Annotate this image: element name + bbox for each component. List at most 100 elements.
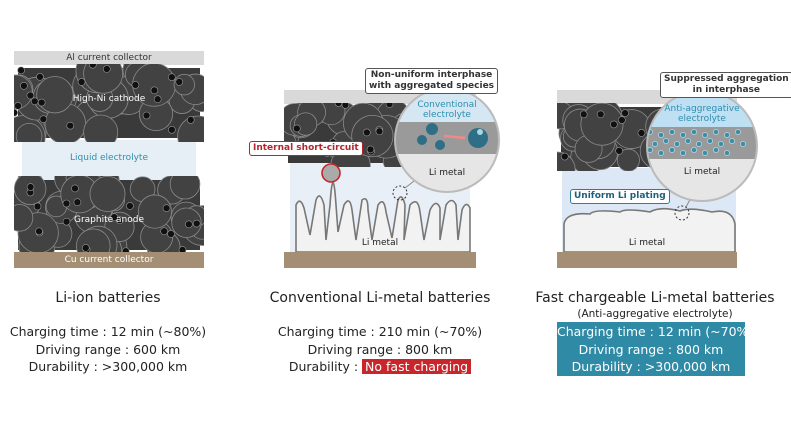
- conductive-particle: [385, 103, 394, 108]
- particle: [580, 103, 624, 146]
- zoom-spot: [674, 205, 690, 221]
- dispersed-species: [691, 129, 697, 135]
- conductive-particle: [62, 217, 71, 226]
- conductive-particle: [168, 125, 176, 134]
- short-circuit-marker: [321, 163, 341, 183]
- dispersed-species: [691, 147, 697, 153]
- dispersed-species: [669, 147, 675, 153]
- dispersed-species: [658, 150, 664, 156]
- conductive-particle: [637, 129, 646, 137]
- label-line: Anti-aggregative: [664, 104, 740, 114]
- conductive-particle: [175, 78, 184, 86]
- dispersed-species: [735, 129, 741, 135]
- uniform-li-layer: [563, 207, 736, 253]
- conductive-particle: [375, 127, 384, 136]
- durability-label: Durability :: [288, 359, 359, 374]
- dispersed-species: [674, 141, 680, 147]
- particle: [169, 176, 201, 200]
- callout-line: in interphase: [692, 85, 761, 95]
- conductive-particle: [168, 73, 176, 81]
- conductive-particle: [20, 82, 28, 90]
- label-line: electrolyte: [423, 110, 471, 120]
- conductive-particle: [621, 109, 629, 117]
- zoom-spot: [392, 185, 408, 201]
- no-fast-charging-badge: No fast charging: [362, 359, 472, 374]
- dispersed-species: [685, 138, 691, 144]
- conductive-particle: [35, 227, 43, 236]
- label-line: electrolyte: [678, 114, 726, 124]
- li-ion-specs: Charging time : 12 min (~80%) Driving ra…: [0, 323, 216, 376]
- conventional-specs: Charging time : 210 min (~70%) Driving r…: [255, 323, 505, 376]
- anode-label: Graphite anode: [73, 215, 144, 225]
- spec-line: Driving range : 800 km: [578, 341, 724, 357]
- spec-line: Durability : >300,000 km: [28, 359, 188, 374]
- callout-line: Suppressed aggregation: [664, 74, 789, 84]
- dispersed-species: [680, 132, 686, 138]
- conductive-particle: [81, 244, 90, 252]
- particle: [15, 122, 43, 142]
- zoom-li-metal-label: Li metal: [683, 167, 721, 177]
- conductive-particle: [162, 204, 171, 212]
- conductive-particle: [560, 152, 569, 161]
- electrolyte-label: Liquid electrolyte: [70, 153, 148, 163]
- conductive-particle: [14, 102, 22, 110]
- conventional-title: Conventional Li-metal batteries: [269, 290, 491, 306]
- conductive-particle: [39, 115, 48, 123]
- dispersed-species: [724, 150, 730, 156]
- liquid-electrolyte-region: [22, 140, 196, 180]
- anode-particles: [14, 176, 204, 254]
- dispersed-species: [713, 129, 719, 135]
- cu-collector: [557, 252, 737, 268]
- conductive-particle: [14, 108, 18, 117]
- fast-chargeable-title: Fast chargeable Li-metal batteries: [535, 290, 775, 306]
- dispersed-species: [658, 132, 664, 138]
- conductive-particle: [36, 73, 44, 81]
- zoom-li-metal-label: Li metal: [428, 168, 466, 178]
- conductive-particle: [366, 145, 375, 154]
- cathode-label: High-Ni cathode: [72, 94, 146, 104]
- dispersed-species: [718, 141, 724, 147]
- cu-collector-label: Cu current collector: [64, 255, 154, 265]
- dispersed-species: [669, 129, 675, 135]
- particle: [177, 115, 204, 142]
- conductive-particle: [618, 116, 626, 124]
- conductive-particle: [363, 128, 371, 137]
- conductive-particle: [153, 95, 162, 104]
- conductive-particle: [293, 124, 301, 133]
- internal-short-circuit-label: Internal short-circuit: [249, 141, 363, 156]
- conductive-particle: [579, 110, 588, 119]
- conductive-particle: [186, 116, 195, 124]
- fast-chargeable-subtitle: (Anti-aggregative electrolyte): [577, 308, 733, 320]
- conductive-particle: [26, 91, 35, 100]
- conductive-particle: [77, 78, 86, 86]
- al-collector: [14, 51, 204, 65]
- conductive-particle: [142, 111, 151, 120]
- conductive-particle: [33, 202, 42, 211]
- conductive-particle: [341, 103, 350, 109]
- spec-line: Driving range : 800 km: [307, 341, 453, 357]
- cathode-particles: [14, 64, 204, 142]
- dispersed-species: [740, 141, 746, 147]
- dispersed-species: [713, 147, 719, 153]
- fast-chargeable-specs: Charging time : 12 min (~70%) Driving ra…: [557, 322, 754, 376]
- durability-line: Durability : No fast charging: [255, 358, 505, 376]
- uniform-li-plating-label: Uniform Li plating: [570, 189, 670, 204]
- conductive-particle: [192, 219, 201, 228]
- label-line: Conventional: [417, 100, 477, 110]
- dispersed-species: [680, 150, 686, 156]
- particle: [83, 114, 119, 142]
- particle: [14, 204, 34, 232]
- li-metal-label: Li metal: [628, 238, 666, 248]
- conductive-particle: [62, 199, 71, 208]
- dispersed-species: [724, 132, 730, 138]
- spec-line: Charging time : 12 min (~70%): [557, 324, 754, 339]
- dispersed-species: [652, 141, 658, 147]
- conductive-particle: [596, 110, 605, 119]
- dispersed-species: [702, 132, 708, 138]
- spec-line: Driving range : 600 km: [35, 341, 181, 357]
- conductive-particle: [17, 66, 25, 75]
